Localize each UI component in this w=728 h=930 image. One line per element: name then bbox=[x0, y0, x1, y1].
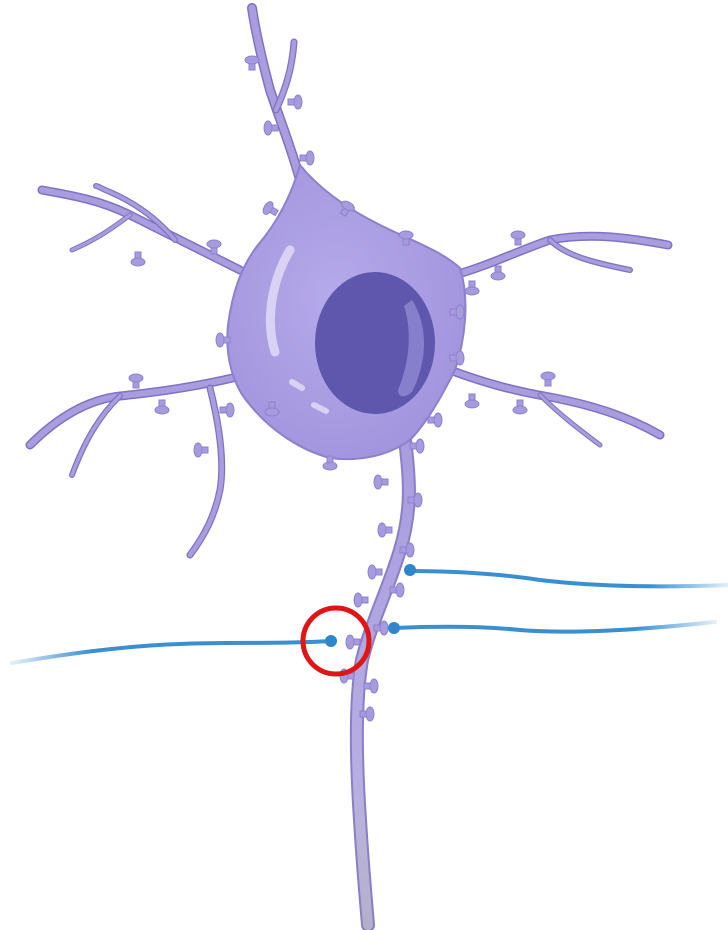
spine bbox=[129, 374, 143, 388]
axon-lower-right bbox=[388, 622, 715, 634]
spine bbox=[465, 281, 479, 295]
nucleus bbox=[315, 272, 435, 414]
dendrite-upper-right bbox=[455, 236, 668, 275]
spine bbox=[374, 475, 388, 489]
spine bbox=[378, 523, 392, 537]
spine bbox=[511, 231, 525, 245]
axon-terminal bbox=[325, 635, 337, 647]
spine bbox=[300, 151, 314, 165]
spine bbox=[465, 394, 479, 408]
spine bbox=[131, 252, 145, 266]
spine bbox=[220, 403, 234, 417]
spine bbox=[541, 372, 555, 386]
axon-terminal bbox=[404, 564, 416, 576]
axon-terminal bbox=[388, 622, 400, 634]
spine bbox=[245, 56, 259, 70]
dendrite-top bbox=[252, 8, 300, 180]
dendrite-lower-right bbox=[450, 370, 660, 445]
spine bbox=[354, 593, 368, 607]
axon-left bbox=[12, 635, 337, 663]
spine bbox=[368, 565, 382, 579]
spine bbox=[491, 266, 505, 280]
spine bbox=[513, 400, 527, 414]
spine bbox=[264, 121, 278, 135]
spine bbox=[155, 400, 169, 414]
axon-upper-right bbox=[404, 564, 728, 586]
spine bbox=[346, 635, 360, 649]
dendrite-lower-left bbox=[30, 375, 245, 555]
spine bbox=[288, 95, 302, 109]
spine bbox=[194, 443, 208, 457]
